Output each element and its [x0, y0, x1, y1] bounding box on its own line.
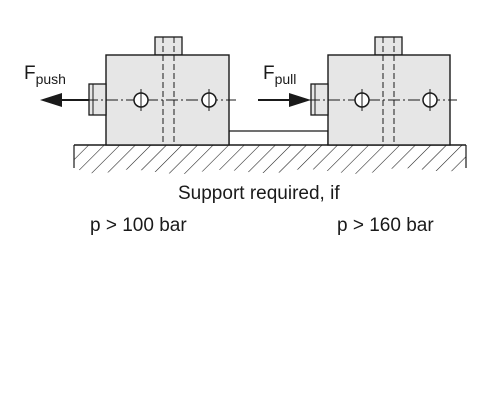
push-force-arrow — [40, 93, 89, 107]
mounting-surface — [73, 144, 467, 174]
block-top-pin — [374, 36, 403, 56]
surface-hatching — [74, 145, 466, 174]
pull-pressure-condition: p > 160 bar — [337, 215, 434, 236]
cylinder-block-pull — [308, 36, 457, 146]
block-top-pin — [154, 36, 183, 56]
cylinder-block-push — [86, 36, 236, 146]
pull-force-arrow — [258, 93, 311, 107]
push-force-label: Fpush — [24, 63, 66, 87]
support-note: Support required, if — [178, 183, 340, 204]
push-pressure-condition: p > 100 bar — [90, 215, 187, 236]
support-strip — [228, 130, 329, 145]
pull-force-label: Fpull — [263, 63, 296, 87]
